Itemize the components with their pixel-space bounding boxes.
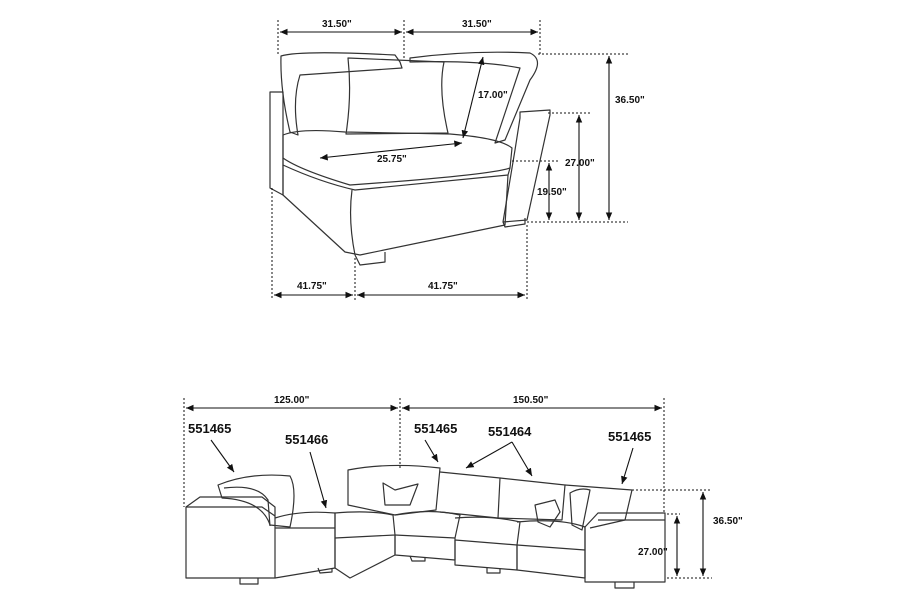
dim-total-height: 36.50" [615, 95, 645, 106]
dim-depth-right: 41.75" [428, 281, 458, 292]
dim-left-length: 125.00" [274, 395, 310, 406]
dim-width-left: 31.50" [322, 19, 352, 30]
dim-seat-height: 19.50" [537, 187, 567, 198]
dim-right-length: 150.50" [513, 395, 549, 406]
sectional-dimensions: 125.00" 150.50" 551465 551466 551465 551… [183, 395, 743, 579]
part-code-4: 551464 [488, 424, 532, 439]
sectional-drawing [185, 464, 666, 589]
dim-seat-depth: 25.75" [377, 154, 407, 165]
corner-chair-drawing [269, 51, 551, 266]
part-code-5: 551465 [608, 429, 651, 444]
part-code-2: 551466 [285, 432, 328, 447]
dim-arm-height: 27.00" [565, 158, 595, 169]
dim-sectional-arm-height: 27.00" [638, 547, 668, 558]
dim-width-right: 31.50" [462, 19, 492, 30]
dim-back-height: 17.00" [478, 90, 508, 101]
dim-sectional-height: 36.50" [713, 516, 743, 527]
part-code-1: 551465 [188, 421, 231, 436]
part-code-3: 551465 [414, 421, 457, 436]
corner-chair-dimensions: 31.50" 31.50" 17.00" 25.75" 36.50" 27.00… [271, 19, 645, 300]
dim-depth-left: 41.75" [297, 281, 327, 292]
